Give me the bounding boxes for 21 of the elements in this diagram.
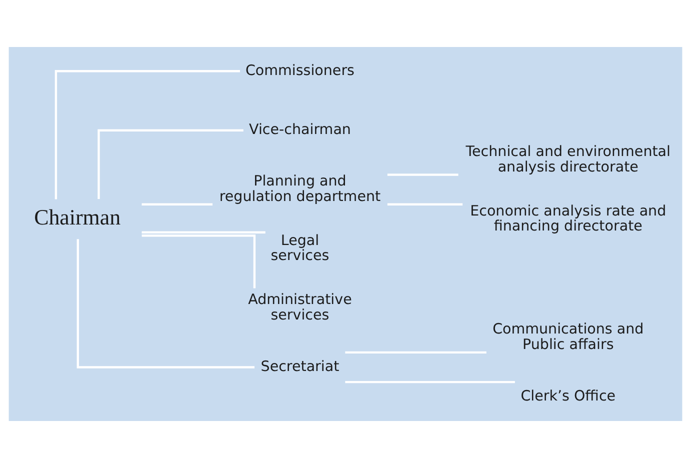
connector [142,234,256,288]
connector [345,380,515,384]
node-text: Economic analysis rate and financing directorate [470,203,666,235]
node-text: Administrative services [248,292,352,324]
connector [54,70,240,200]
connector [387,203,463,206]
node-text: Technical and environmental analysis directorate [466,144,671,176]
connector [387,174,458,176]
connector [142,203,213,206]
connector [98,129,244,200]
node-text: Secretariat [260,358,340,375]
node-text: Planning and regulation department [219,174,381,205]
node-text: Communications and Public affairs [492,322,644,354]
node-text: Commissioners [245,62,354,79]
connector [142,231,266,234]
connector [76,239,254,368]
node-text: Chairman [34,204,121,230]
node-text: Clerk’s Office [520,388,616,405]
connector [345,351,486,354]
node-text: Vice-chairman [249,122,351,138]
node-text: Legal services [270,232,330,264]
